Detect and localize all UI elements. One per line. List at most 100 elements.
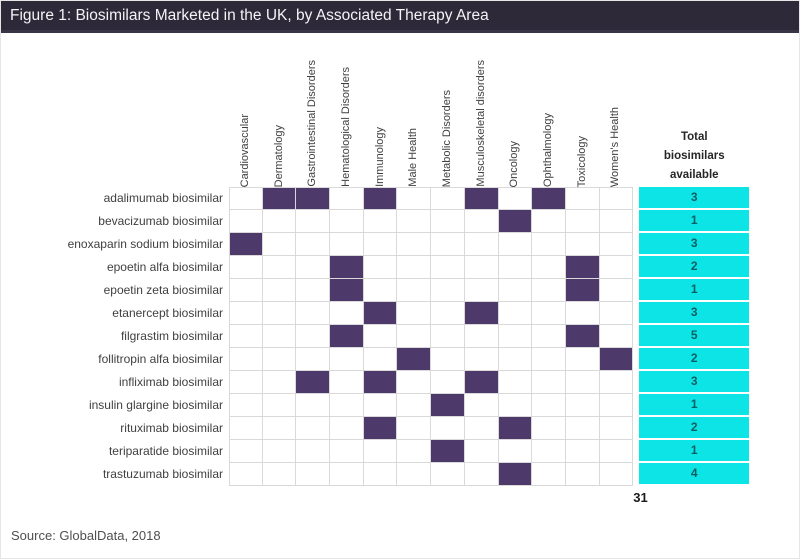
grand-total-value: 31 — [633, 490, 648, 505]
column-header-label: Dermatology — [272, 124, 285, 187]
matrix-cell-filled — [498, 463, 533, 486]
matrix-cell — [565, 394, 600, 417]
matrix-cell — [431, 463, 465, 486]
matrix-cell — [464, 417, 499, 440]
matrix-cell-filled — [296, 371, 331, 394]
matrix-cell — [431, 348, 465, 371]
matrix-cell — [296, 210, 331, 233]
matrix-cell — [565, 463, 600, 486]
matrix-cell-filled — [330, 325, 364, 348]
matrix-cell — [532, 463, 566, 486]
matrix-cell-filled — [464, 371, 499, 394]
matrix-cell-filled — [363, 187, 398, 210]
total-cell: 2 — [639, 348, 750, 371]
matrix-cell — [229, 256, 263, 279]
matrix-cell — [565, 417, 600, 440]
figure-title-bar: Figure 1: Biosimilars Marketed in the UK… — [1, 1, 799, 33]
row-label: filgrastim biosimilar — [120, 329, 223, 343]
matrix-cell — [262, 394, 297, 417]
matrix-cell-filled — [431, 440, 465, 463]
total-cell: 3 — [639, 187, 750, 210]
total-cell: 2 — [639, 256, 750, 279]
matrix-cell — [599, 210, 634, 233]
matrix-cell-filled — [330, 256, 364, 279]
matrix-cell-filled — [464, 302, 499, 325]
matrix-cell — [229, 417, 263, 440]
total-cell: 3 — [639, 371, 750, 394]
column-header-3: Gastrointestinal Disorders — [296, 34, 330, 187]
matrix-cell — [330, 371, 364, 394]
row-label: adalimumab biosimilar — [103, 191, 223, 205]
matrix-cell — [599, 394, 634, 417]
matrix-cell — [464, 210, 499, 233]
matrix-cell — [565, 233, 600, 256]
matrix-cell-filled — [262, 187, 297, 210]
matrix-cell — [431, 187, 465, 210]
column-header-label: Hematological Disorders — [339, 67, 352, 187]
matrix-cell — [498, 394, 533, 417]
matrix-cell — [397, 463, 432, 486]
column-header-label: Musculoskeletal disorders — [474, 60, 487, 187]
column-header-label: Ophthalmology — [542, 113, 555, 187]
matrix-cell — [229, 371, 263, 394]
grand-total-row: 31 — [1, 486, 799, 510]
row-label: rituximab biosimilar — [120, 421, 223, 435]
matrix-cell — [229, 279, 263, 302]
matrix-cell — [565, 348, 600, 371]
matrix-cell — [397, 210, 432, 233]
matrix-cell — [262, 348, 297, 371]
matrix-cell — [431, 325, 465, 348]
column-header-8: Musculoskeletal disorders — [465, 34, 499, 187]
row-label: epoetin alfa biosimilar — [106, 260, 223, 274]
matrix-cell — [397, 187, 432, 210]
matrix-cell — [363, 463, 398, 486]
matrix-corner-spacer — [1, 34, 229, 187]
column-header-7: Metabolic Disorders — [431, 34, 465, 187]
matrix-cell — [565, 371, 600, 394]
matrix-cell — [397, 233, 432, 256]
matrix-cell — [431, 256, 465, 279]
matrix-cell — [498, 256, 533, 279]
total-cell: 3 — [639, 302, 750, 325]
matrix-cell — [262, 233, 297, 256]
matrix-cell — [296, 417, 331, 440]
matrix-cell — [431, 371, 465, 394]
matrix-cell — [330, 417, 364, 440]
matrix-cell — [330, 210, 364, 233]
total-cell: 3 — [639, 233, 750, 256]
total-cell: 1 — [639, 210, 750, 233]
matrix-cell — [397, 302, 432, 325]
row-label: teriparatide biosimilar — [108, 444, 223, 458]
matrix-cell — [296, 463, 331, 486]
matrix-cell — [464, 440, 499, 463]
column-header-label: Oncology — [508, 140, 521, 187]
matrix-cell — [565, 187, 600, 210]
matrix-cell — [229, 325, 263, 348]
matrix-cell — [330, 348, 364, 371]
matrix-cell-filled — [565, 279, 600, 302]
matrix-cell — [599, 302, 634, 325]
matrix-cell — [464, 256, 499, 279]
matrix-cell — [262, 256, 297, 279]
matrix-cell — [532, 440, 566, 463]
figure-title: Figure 1: Biosimilars Marketed in the UK… — [10, 7, 489, 24]
matrix-cell — [599, 187, 634, 210]
matrix-row: adalimumab biosimilar 3 — [1, 187, 799, 210]
matrix-cell-filled — [464, 187, 499, 210]
matrix-cell — [397, 325, 432, 348]
matrix-cell — [330, 302, 364, 325]
row-label: trastuzumab biosimilar — [102, 467, 223, 481]
matrix-cell — [532, 394, 566, 417]
matrix-cell — [296, 325, 331, 348]
matrix-cell — [262, 279, 297, 302]
matrix-cell — [431, 233, 465, 256]
matrix-cell — [397, 417, 432, 440]
matrix-cell-filled — [363, 417, 398, 440]
column-header-2: Dermatology — [263, 34, 297, 187]
matrix-cell — [532, 210, 566, 233]
matrix-cell — [498, 440, 533, 463]
